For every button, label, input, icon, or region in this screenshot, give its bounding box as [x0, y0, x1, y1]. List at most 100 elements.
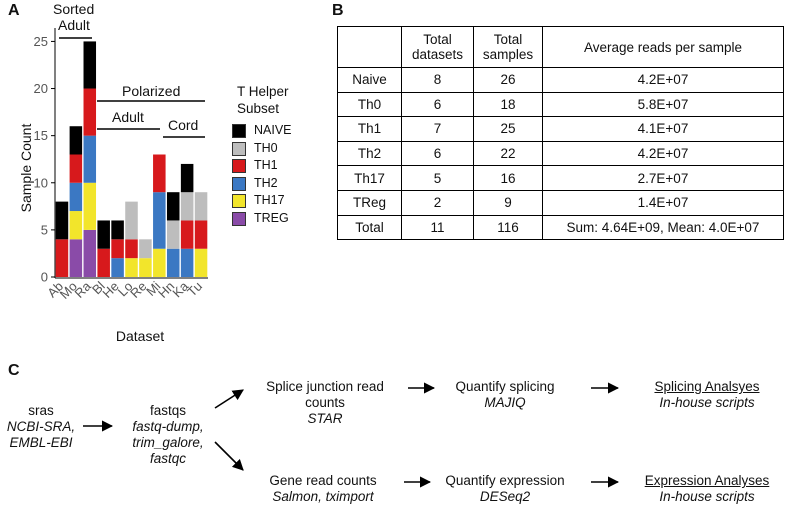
- sras-title: sras: [28, 403, 54, 418]
- x-tick-tu: Tu: [184, 279, 205, 300]
- header-average-reads-label: Average reads per sample: [583, 39, 743, 55]
- fastqs-tool-1: fastq-dump,: [132, 419, 204, 434]
- y-tick-label-0: 0: [41, 270, 48, 285]
- quant-splicing-title: Quantify splicing: [455, 379, 555, 394]
- fastqs-tool-3: fastqc: [149, 451, 187, 466]
- step-fastqs: fastqs fastq-dump, trim_galore, fastqc: [118, 403, 218, 467]
- group-label-sorted: Sorted: [53, 1, 95, 17]
- table-cell: 2.7E+07: [542, 165, 784, 191]
- bar-ra-naive: [83, 41, 97, 89]
- sras-tool-1: NCBI-SRA,: [6, 419, 76, 434]
- bar-tu-th1: [194, 220, 208, 249]
- arrow-fastqs-to-splice: [214, 389, 244, 409]
- y-tick-label-15: 15: [34, 128, 48, 143]
- bar-he-th2: [111, 258, 124, 277]
- bar-ka-naive: [180, 163, 194, 193]
- bar-ka-th1: [180, 220, 194, 249]
- legend-label-th2: TH2: [254, 175, 278, 190]
- legend-swatch-treg: [232, 211, 246, 226]
- bar-re-th0: [139, 239, 152, 259]
- table-header-row: Total datasets Total samples Average rea…: [337, 26, 784, 68]
- table-cell: 22: [473, 140, 543, 167]
- header-total-datasets: Total datasets: [401, 26, 474, 68]
- splice-counts-title-2: counts: [305, 395, 345, 410]
- y-tick-label-20: 20: [34, 81, 48, 96]
- step-quant-splicing: Quantify splicing MAJIQ: [440, 379, 570, 411]
- table-cell: 4.2E+07: [542, 140, 784, 167]
- bar-ra-treg: [83, 229, 97, 277]
- table-cell: 26: [473, 67, 543, 93]
- group-label-polarized: Polarized: [122, 83, 181, 99]
- table-cell: 7: [401, 116, 474, 142]
- legend-label-treg: TREG: [254, 210, 289, 225]
- table-cell: 5: [401, 165, 474, 191]
- table-cell: Total: [337, 214, 402, 241]
- group-label-sorted-adult: Adult: [58, 17, 90, 33]
- expression-analyses-title: Expression Analyses: [644, 473, 770, 488]
- legend-swatch-th17: [232, 194, 246, 208]
- table-cell: TReg: [337, 189, 402, 216]
- bar-ra-th2: [83, 135, 97, 183]
- bar-lo-th1: [125, 239, 138, 259]
- bar-re-th17: [139, 258, 152, 277]
- bar-ka-th0: [180, 192, 194, 221]
- bar-mi-th17: [153, 248, 166, 277]
- header-total-datasets-line2: datasets: [411, 47, 464, 62]
- panel-b-letter: B: [332, 2, 344, 19]
- table-cell: Naive: [337, 67, 402, 93]
- y-tick-label-5: 5: [41, 222, 48, 237]
- legend-title-line1: T Helper: [237, 84, 289, 99]
- legend-title-line2: Subset: [237, 101, 280, 116]
- bar-hn-th0: [166, 220, 180, 249]
- arrow-fastqs-to-gene: [214, 441, 244, 471]
- legend-label-th1: TH1: [254, 158, 278, 172]
- table-cell: 8: [401, 67, 474, 93]
- bar-tu-th0: [194, 192, 208, 221]
- table-cell: Th2: [337, 140, 402, 167]
- table-cell: 16: [473, 165, 543, 191]
- bar-ra-th17: [83, 182, 97, 230]
- group-label-adult: Adult: [112, 109, 144, 125]
- table-cell: 25: [473, 116, 543, 142]
- bar-mo-th1: [69, 154, 83, 183]
- legend-label-th0: TH0: [254, 140, 278, 155]
- dataset-summary-table: Total datasets Total samples Average rea…: [337, 26, 784, 241]
- step-splicing-analyses: Splicing Analsyes In-house scripts: [637, 379, 777, 411]
- gene-counts-title: Gene read counts: [269, 473, 377, 488]
- sras-tool-2: EMBL-EBI: [9, 435, 73, 450]
- step-quant-expression: Quantify expression DESeq2: [430, 473, 580, 505]
- header-total-samples-line1: Total: [493, 32, 523, 47]
- fastqs-title: fastqs: [149, 403, 187, 418]
- y-tick-label-25: 25: [34, 34, 48, 49]
- bar-hn-th2: [166, 248, 180, 277]
- quant-expression-title: Quantify expression: [445, 473, 565, 488]
- splice-counts-tool: STAR: [307, 411, 343, 426]
- expression-analyses-tool: In-house scripts: [659, 489, 755, 504]
- bar-he-th1: [111, 239, 124, 259]
- table-cell: 6: [401, 140, 474, 167]
- y-axis-label: Sample Count: [18, 123, 34, 213]
- table-cell: 4.2E+07: [542, 67, 784, 93]
- step-expression-analyses: Expression Analyses In-house scripts: [632, 473, 782, 505]
- table-cell: 11: [401, 214, 474, 241]
- quant-expression-tool: DESeq2: [479, 489, 531, 504]
- legend-swatch-naive: [232, 124, 246, 138]
- legend-swatch-th2: [232, 176, 246, 191]
- bar-tu-th17: [194, 248, 208, 277]
- header-total-samples: Total samples: [473, 26, 543, 68]
- bar-mo-naive: [69, 126, 83, 155]
- bar-hn-naive: [166, 192, 180, 221]
- splicing-analyses-title: Splicing Analsyes: [654, 379, 760, 394]
- table-cell: 2: [401, 189, 474, 216]
- panel-a-letter: A: [8, 2, 20, 19]
- table-cell: Sum: 4.64E+09, Mean: 4.0E+07: [542, 214, 784, 241]
- header-total-samples-line2: samples: [482, 47, 534, 62]
- legend-label-naive: NAIVE: [254, 123, 292, 137]
- table-cell: 9: [473, 189, 543, 216]
